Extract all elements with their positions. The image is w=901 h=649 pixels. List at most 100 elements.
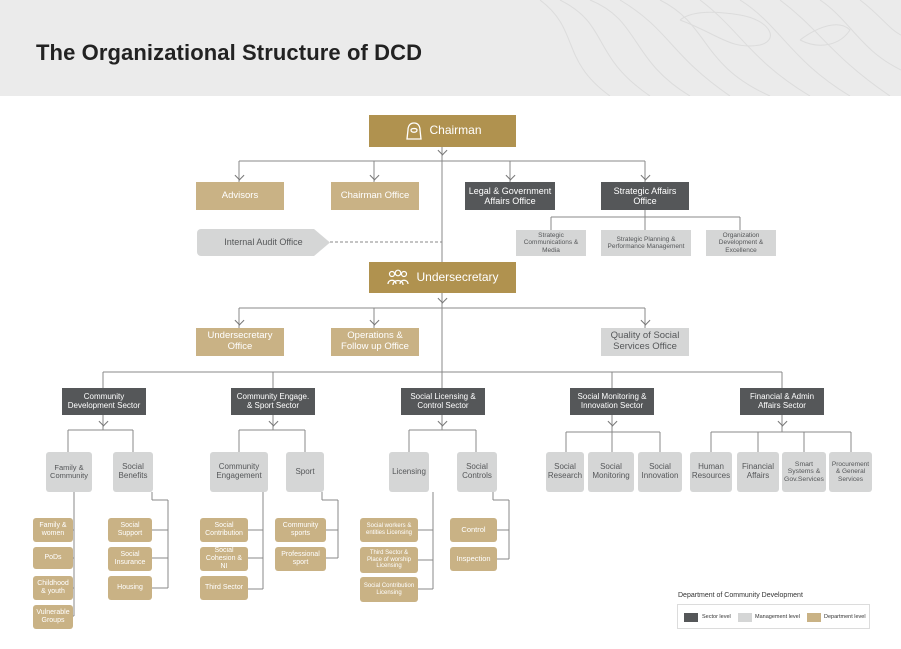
- sector-box[interactable]: Community Development Sector: [62, 388, 146, 415]
- strategic-office-box[interactable]: Strategic Affairs Office: [601, 182, 689, 210]
- management-unit-box[interactable]: Social Innovation: [638, 452, 682, 492]
- management-unit-box[interactable]: Financial Affairs: [737, 452, 779, 492]
- management-unit-box[interactable]: Family & Community: [46, 452, 92, 492]
- legal-office-box[interactable]: Legal & Government Affairs Office: [465, 182, 555, 210]
- management-unit-label: Social Benefits: [118, 462, 148, 480]
- department-label: PoDs: [44, 554, 62, 562]
- management-unit-box[interactable]: Social Benefits: [113, 452, 153, 492]
- department-label: Vulnerable Groups: [36, 609, 70, 624]
- sector-label: Community Engage. & Sport Sector: [236, 391, 310, 410]
- department-label: Social Cohesion & NI: [205, 547, 243, 570]
- management-unit-label: Community Engagement: [216, 462, 262, 480]
- legend: Sector level Management level Department…: [677, 604, 870, 629]
- quality-office-box[interactable]: Quality of Social Services Office: [601, 328, 689, 356]
- department-label: Community sports: [282, 522, 319, 537]
- chairman-box[interactable]: Chairman: [369, 115, 516, 147]
- management-unit-box[interactable]: Social Monitoring: [588, 452, 634, 492]
- legend-swatch-department: [807, 613, 821, 622]
- legal-office-label: Legal & Government Affairs Office: [468, 185, 552, 206]
- quality-office-label: Quality of Social Services Office: [610, 330, 680, 352]
- operations-office-label: Operations & Follow up Office: [341, 330, 409, 352]
- management-unit-box[interactable]: Smart Systems & Gov.Services: [782, 452, 826, 492]
- department-box[interactable]: PoDs: [33, 547, 73, 569]
- undersecretary-box[interactable]: Undersecretary: [369, 262, 516, 293]
- department-box[interactable]: Social Insurance: [108, 547, 152, 571]
- sector-box[interactable]: Community Engage. & Sport Sector: [231, 388, 315, 415]
- management-unit-label: Sport: [295, 466, 315, 476]
- department-box[interactable]: Social Support: [108, 518, 152, 542]
- department-box[interactable]: Inspection: [450, 547, 497, 571]
- strategic-unit-label: Strategic Communications & Media: [523, 232, 579, 254]
- chairman-icon: [406, 122, 423, 140]
- management-unit-box[interactable]: Social Controls: [457, 452, 497, 492]
- advisors-label: Advisors: [221, 189, 259, 201]
- management-unit-label: Family & Community: [50, 462, 88, 480]
- legend-swatch-management: [738, 613, 752, 622]
- sector-label: Financial & Admin Affairs Sector: [749, 391, 815, 410]
- strategic-unit-label: Strategic Planning & Performance Managem…: [607, 235, 685, 250]
- department-label: Social Contribution: [205, 522, 243, 537]
- management-unit-label: Smart Systems & Gov.Services: [784, 460, 824, 483]
- management-unit-label: Licensing: [392, 466, 426, 476]
- strategic-unit-label: Organization Development & Excellence: [718, 232, 764, 254]
- department-label: Control: [461, 524, 486, 534]
- department-box[interactable]: Third Sector: [200, 576, 248, 600]
- strategic-unit-box[interactable]: Strategic Planning & Performance Managem…: [601, 230, 691, 256]
- chairman-label: Chairman: [429, 123, 482, 138]
- management-unit-label: Human Resources: [691, 462, 731, 480]
- department-box[interactable]: Childhood & youth: [33, 576, 73, 600]
- operations-office-box[interactable]: Operations & Follow up Office: [331, 328, 419, 356]
- strategic-unit-box[interactable]: Strategic Communications & Media: [516, 230, 586, 256]
- topographic-pattern: [539, 0, 901, 96]
- management-unit-box[interactable]: Community Engagement: [210, 452, 268, 492]
- department-box[interactable]: Vulnerable Groups: [33, 605, 73, 629]
- management-unit-label: Social Controls: [462, 462, 492, 480]
- group-icon: [387, 269, 410, 285]
- department-box[interactable]: Social Contribution: [200, 518, 248, 542]
- chairman-office-label: Chairman Office: [340, 189, 410, 201]
- management-unit-label: Procurement & General Services: [831, 461, 870, 483]
- legend-label-management: Management level: [755, 614, 800, 620]
- department-box[interactable]: Third Sector & Place of worship Licensin…: [360, 547, 418, 573]
- management-unit-label: Financial Affairs: [741, 462, 774, 480]
- internal-audit-box[interactable]: Internal Audit Office: [197, 229, 330, 256]
- department-box[interactable]: Social workers & entities Licensing: [360, 518, 418, 542]
- department-label: Social workers & entities Licensing: [365, 523, 413, 536]
- management-unit-label: Social Innovation: [641, 462, 679, 480]
- department-label: Third Sector: [204, 584, 244, 592]
- management-unit-box[interactable]: Social Research: [546, 452, 584, 492]
- department-box[interactable]: Control: [450, 518, 497, 542]
- department-box[interactable]: Social Cohesion & NI: [200, 547, 248, 571]
- sector-box[interactable]: Social Monitoring & Innovation Sector: [570, 388, 654, 415]
- sector-box[interactable]: Social Licensing & Control Sector: [401, 388, 485, 415]
- sector-label: Community Development Sector: [67, 391, 141, 410]
- department-box[interactable]: Community sports: [275, 518, 326, 542]
- management-unit-label: Social Monitoring: [592, 462, 630, 480]
- sector-label: Social Licensing & Control Sector: [410, 391, 476, 410]
- strategic-office-label: Strategic Affairs Office: [613, 185, 677, 206]
- management-unit-box[interactable]: Human Resources: [690, 452, 732, 492]
- advisors-box[interactable]: Advisors: [196, 182, 284, 210]
- page-title: The Organizational Structure of DCD: [36, 40, 423, 65]
- department-box[interactable]: Family & women: [33, 518, 73, 542]
- department-box[interactable]: Social Contribution Licensing: [360, 577, 418, 602]
- department-box[interactable]: Professional sport: [275, 547, 326, 571]
- undersecretary-label: Undersecretary: [416, 269, 499, 284]
- department-label: Social Support: [117, 522, 143, 537]
- department-box[interactable]: Housing: [108, 576, 152, 600]
- strategic-unit-box[interactable]: Organization Development & Excellence: [706, 230, 776, 256]
- management-unit-box[interactable]: Procurement & General Services: [829, 452, 872, 492]
- department-label: Inspection: [456, 553, 491, 563]
- management-unit-label: Social Research: [547, 462, 583, 480]
- internal-audit-label: Internal Audit Office: [224, 237, 303, 248]
- legend-label-sector: Sector level: [702, 614, 731, 620]
- sector-box[interactable]: Financial & Admin Affairs Sector: [740, 388, 824, 415]
- undersecretary-office-box[interactable]: Undersecretary Office: [196, 328, 284, 356]
- sector-label: Social Monitoring & Innovation Sector: [577, 391, 647, 410]
- legend-label-department: Department level: [824, 614, 866, 620]
- undersecretary-office-label: Undersecretary Office: [207, 330, 273, 352]
- management-unit-box[interactable]: Sport: [286, 452, 324, 492]
- department-label: Family & women: [39, 522, 67, 537]
- management-unit-box[interactable]: Licensing: [389, 452, 429, 492]
- chairman-office-box[interactable]: Chairman Office: [331, 182, 419, 210]
